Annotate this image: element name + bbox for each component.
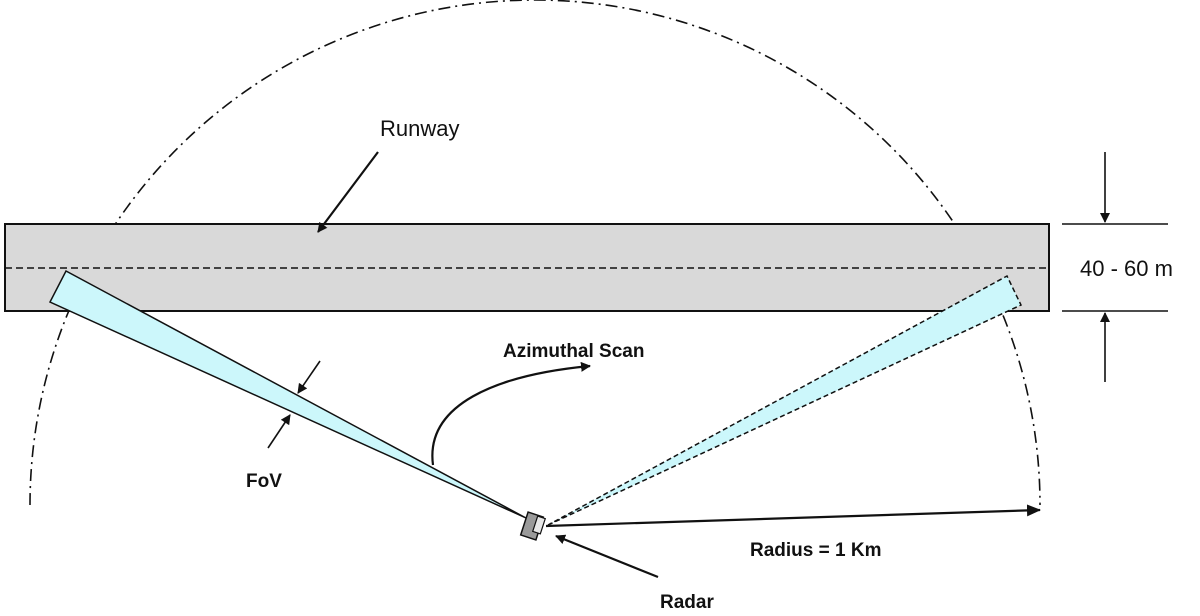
radar-beam-left: [48, 269, 527, 519]
runway-pointer-arrow: [317, 151, 379, 233]
radar-icon: [519, 511, 547, 541]
radius-arrow: [545, 504, 1041, 528]
azimuthal-scan-label: Azimuthal Scan: [503, 341, 644, 362]
radar-label: Radar: [660, 592, 714, 613]
width-label: 40 - 60 m: [1080, 256, 1173, 281]
fov-label: FoV: [246, 471, 282, 492]
radar-beam-right: [547, 274, 1023, 526]
radar-pointer-arrow: [555, 534, 659, 579]
fov-arrow-lower: [267, 414, 291, 449]
azimuthal-scan-arrow: [431, 361, 591, 466]
radius-label: Radius = 1 Km: [750, 540, 881, 561]
fov-arrow-upper: [297, 360, 321, 394]
runway-label: Runway: [380, 116, 459, 141]
